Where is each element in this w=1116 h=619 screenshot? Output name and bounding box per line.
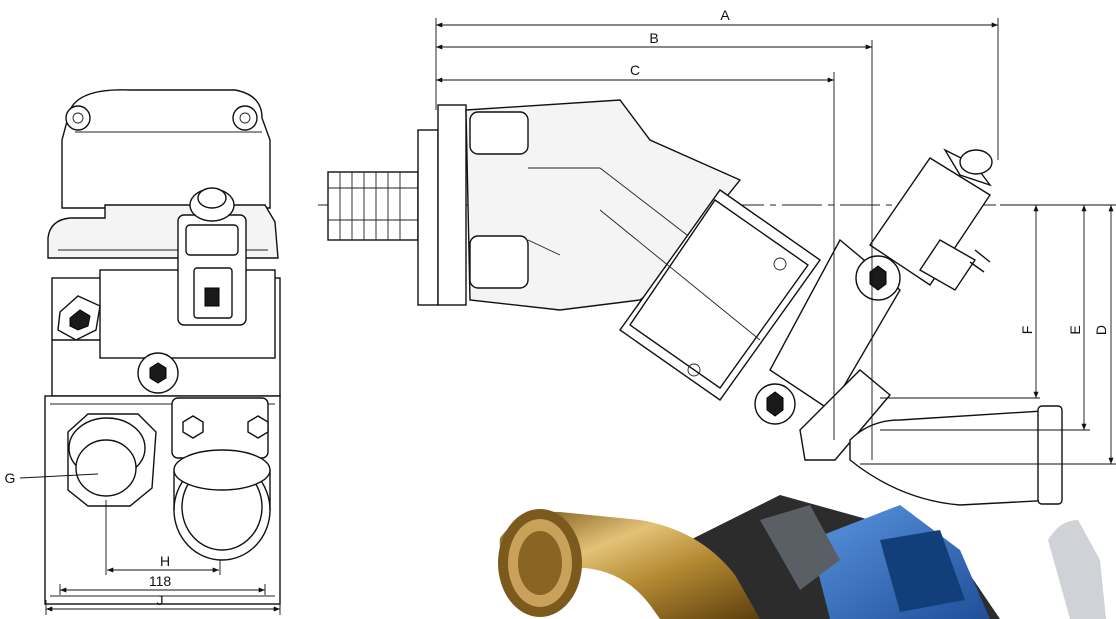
label-e: E bbox=[1067, 325, 1083, 334]
label-f: F bbox=[1019, 326, 1035, 335]
solenoid-plug bbox=[177, 187, 247, 326]
mount-flange bbox=[417, 129, 439, 306]
dim-abc bbox=[435, 18, 999, 460]
side-solenoid bbox=[869, 148, 993, 291]
label-a: A bbox=[720, 7, 730, 23]
front-view bbox=[19, 89, 281, 615]
port-pipe-fitting bbox=[171, 397, 271, 561]
outlet-pipe bbox=[849, 409, 1059, 506]
label-g: G bbox=[5, 470, 16, 486]
label-h: H bbox=[160, 553, 170, 569]
side-view bbox=[318, 18, 1116, 506]
label-j: J bbox=[157, 592, 164, 608]
valve-head bbox=[754, 238, 901, 461]
pump-photo bbox=[498, 495, 1106, 619]
cylinder-block bbox=[599, 189, 821, 401]
label-d: D bbox=[1093, 325, 1109, 335]
drive-shaft bbox=[327, 171, 419, 241]
label-118: 118 bbox=[149, 573, 172, 589]
bolt-left bbox=[57, 295, 101, 341]
dim-def bbox=[860, 204, 1116, 465]
label-c: C bbox=[630, 62, 640, 78]
label-b: B bbox=[649, 30, 658, 46]
port-g-fitting bbox=[67, 413, 157, 507]
motor-dome bbox=[61, 89, 271, 209]
bolt-center bbox=[137, 352, 179, 394]
